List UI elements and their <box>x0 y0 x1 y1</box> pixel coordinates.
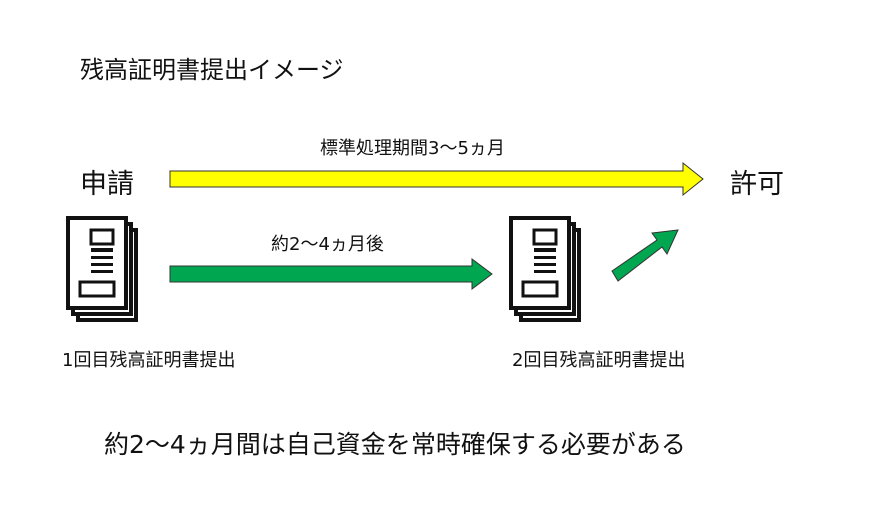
document-stack-icon <box>509 216 581 322</box>
first-submission-label: 1回目残高証明書提出 <box>62 350 236 371</box>
second-submission-label: 2回目残高証明書提出 <box>512 350 686 371</box>
note-text: 約2～4ヵ月間は自己資金を常時確保する必要がある <box>104 430 686 459</box>
start-label: 申請 <box>80 169 134 200</box>
yellow-period-arrow <box>169 161 704 197</box>
green-diagonal-arrow <box>611 229 679 282</box>
end-label: 許可 <box>730 169 784 200</box>
interval-label: 約2～4ヵ月後 <box>271 234 384 255</box>
document-stack-icon <box>66 216 138 322</box>
green-interval-arrow <box>169 258 493 290</box>
diagram-title: 残高証明書提出イメージ <box>80 56 344 84</box>
standard-period-label: 標準処理期間3～5ヵ月 <box>320 138 505 159</box>
